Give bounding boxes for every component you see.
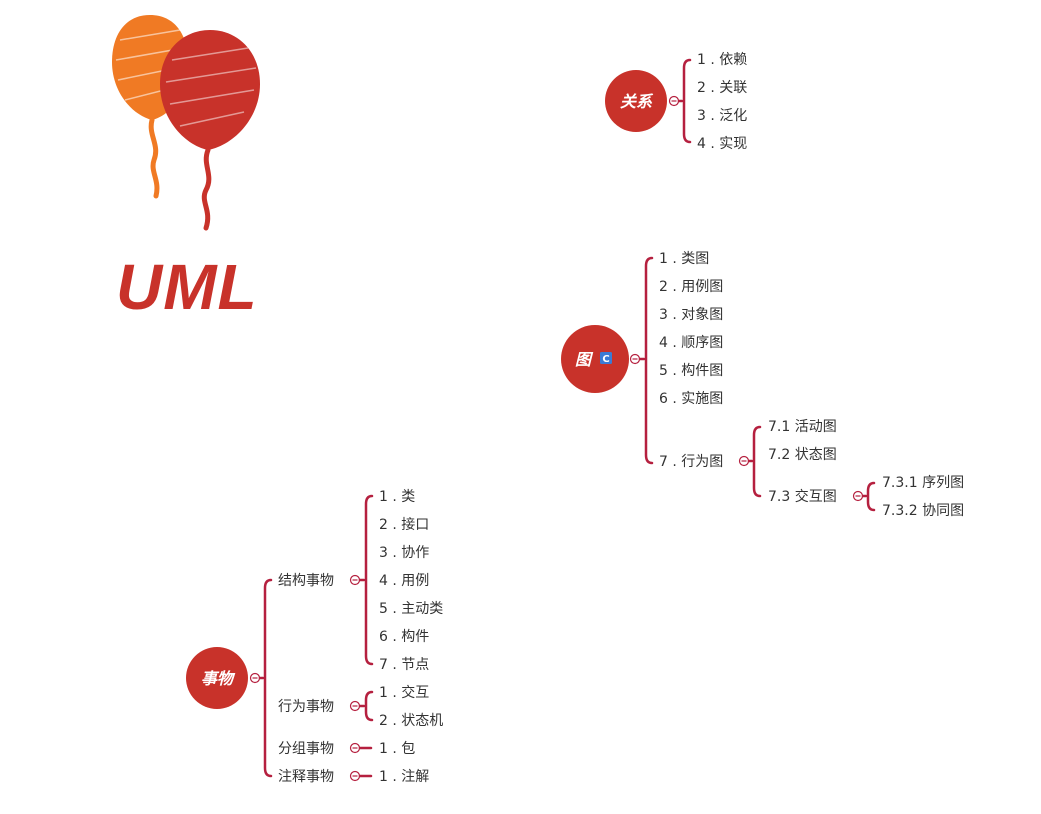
behavioral-item[interactable]: 2 . 状态机 (379, 713, 443, 729)
balloon-logo-icon (112, 15, 260, 231)
collapse-toggle-behavior[interactable] (738, 455, 750, 467)
structural-item[interactable]: 2 . 接口 (379, 516, 429, 533)
svg-text:C: C (602, 354, 609, 365)
relation-item[interactable]: 1 . 依赖 (697, 52, 747, 68)
collapse-toggle-grouping[interactable] (349, 742, 361, 754)
logo-text: UML (116, 251, 258, 323)
root-things[interactable]: 事物 (186, 647, 248, 709)
behavior-item-interaction[interactable]: 7.3 交互图 (768, 488, 837, 505)
structural-item[interactable]: 5 . 主动类 (379, 601, 443, 617)
interaction-items: 7.3.1 序列图 7.3.2 协同图 (882, 475, 964, 519)
structural-item[interactable]: 6 . 构件 (379, 629, 429, 645)
root-diagrams[interactable]: 图 (561, 325, 629, 393)
things-group-behavioral[interactable]: 行为事物 (278, 699, 334, 715)
things-group-structural[interactable]: 结构事物 (278, 573, 334, 589)
bracket-interaction (861, 481, 876, 512)
relations-items: 1 . 依赖 2 . 关联 3 . 泛化 4 . 实现 (697, 52, 747, 152)
collapse-toggle-things[interactable] (249, 672, 261, 684)
relation-item[interactable]: 4 . 实现 (697, 136, 747, 152)
structural-item[interactable]: 3 . 协作 (379, 545, 429, 561)
diagram-item[interactable]: 5 . 构件图 (659, 363, 723, 379)
diagrams-items: 1 . 类图 2 . 用例图 3 . 对象图 4 . 顺序图 5 . 构件图 6… (659, 251, 723, 470)
collapse-toggle-relations[interactable] (668, 95, 680, 107)
bracket-structural (358, 494, 374, 666)
structural-item[interactable]: 7 . 节点 (379, 657, 429, 673)
bracket-behavioral (358, 690, 374, 722)
annotational-item[interactable]: 1 . 注解 (379, 769, 429, 785)
relation-item[interactable]: 3 . 泛化 (697, 108, 747, 124)
diagram-item[interactable]: 3 . 对象图 (659, 307, 723, 323)
behavioral-items: 1 . 交互 2 . 状态机 (379, 684, 443, 729)
things-groups: 结构事物 行为事物 分组事物 注释事物 (278, 573, 334, 785)
grouping-item[interactable]: 1 . 包 (379, 741, 415, 757)
root-relations[interactable]: 关系 (605, 70, 667, 132)
things-group-grouping[interactable]: 分组事物 (278, 741, 334, 757)
collapse-toggle-diagrams[interactable] (629, 353, 641, 365)
bracket-diagrams (638, 256, 654, 465)
behavior-item[interactable]: 7.2 状态图 (768, 447, 837, 463)
root-relations-label: 关系 (620, 92, 654, 111)
structural-items: 1 . 类 2 . 接口 3 . 协作 4 . 用例 5 . 主动类 6 . 构… (379, 489, 443, 673)
bracket-behavior (747, 425, 762, 498)
collapse-toggle-behavioral[interactable] (349, 700, 361, 712)
bracket-relations (677, 58, 692, 144)
behavioral-item[interactable]: 1 . 交互 (379, 684, 429, 701)
root-diagrams-label: 图 (575, 350, 594, 369)
structural-item[interactable]: 4 . 用例 (379, 573, 429, 589)
things-group-annotational[interactable]: 注释事物 (278, 769, 334, 785)
collapse-toggle-annotational[interactable] (349, 770, 361, 782)
diagram-item-behavior[interactable]: 7 . 行为图 (659, 454, 723, 470)
diagram-item[interactable]: 1 . 类图 (659, 251, 709, 267)
root-things-label: 事物 (201, 669, 236, 688)
diagram-item[interactable]: 2 . 用例图 (659, 279, 723, 295)
bracket-things (258, 578, 273, 778)
interaction-item[interactable]: 7.3.1 序列图 (882, 475, 964, 491)
structural-item[interactable]: 1 . 类 (379, 489, 415, 505)
collapse-toggle-structural[interactable] (349, 574, 361, 586)
collapse-toggle-interaction[interactable] (852, 490, 864, 502)
relation-item[interactable]: 2 . 关联 (697, 80, 747, 96)
interaction-item[interactable]: 7.3.2 协同图 (882, 503, 964, 519)
behavior-items: 7.1 活动图 7.2 状态图 7.3 交互图 (768, 419, 837, 505)
badge-c-icon: C (600, 352, 612, 365)
diagram-item[interactable]: 6 . 实施图 (659, 391, 723, 407)
behavior-item[interactable]: 7.1 活动图 (768, 419, 837, 435)
diagram-item[interactable]: 4 . 顺序图 (659, 335, 723, 351)
